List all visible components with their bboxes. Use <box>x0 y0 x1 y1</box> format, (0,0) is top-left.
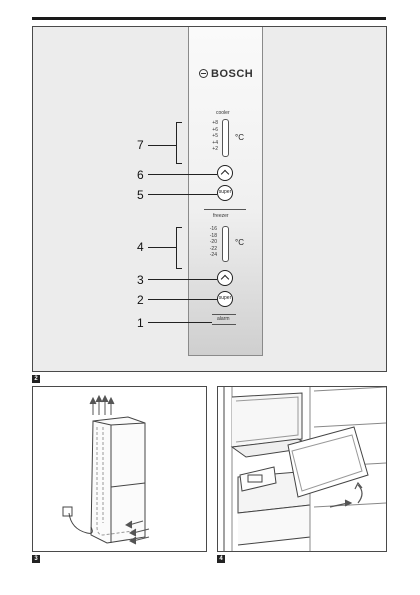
removed-drawer-inner <box>291 434 363 492</box>
cooler-scale-item: +4 <box>212 139 218 146</box>
callout-5: 5 <box>137 188 144 202</box>
cooler-scale: +8 +6 +5 +4 +2 <box>204 120 218 153</box>
alarm-indicator-line <box>212 314 236 315</box>
fridge-body <box>90 416 146 544</box>
callout-leader <box>148 174 217 175</box>
exhaust-arrow-icon <box>107 396 115 415</box>
header-rule <box>32 17 386 20</box>
callout-leader <box>148 299 217 300</box>
airflow-path <box>96 427 134 536</box>
freezer-scale-item: -16 <box>209 226 217 232</box>
brand-logo: BOSCH <box>199 68 253 80</box>
exhaust-arrow-icon <box>95 394 103 415</box>
intake-arrow-icon <box>125 520 144 529</box>
upper-drawer-inner <box>235 396 299 443</box>
power-socket-icon <box>62 506 73 517</box>
drawer-clip <box>247 474 263 483</box>
cooler-unit: °C <box>235 133 244 142</box>
ventilation-illustration <box>62 394 150 545</box>
freezer-temp-up-button[interactable] <box>217 270 233 286</box>
exhaust-arrow-icon <box>101 394 109 415</box>
freezer-scale: -16 -18 -20 -22 -24 <box>203 226 217 259</box>
figure-number-3: 3 <box>32 555 40 563</box>
freezer-scale-item: -20 <box>209 239 217 245</box>
door-rack-line <box>313 387 386 508</box>
callout-2: 2 <box>137 293 144 307</box>
chevron-up-icon <box>220 274 229 284</box>
freezer-scale-item: -22 <box>209 245 217 252</box>
power-cable <box>68 512 93 534</box>
lift-arrow-icon <box>354 481 363 504</box>
figure-number-4: 4 <box>217 555 225 563</box>
freezer-unit: °C <box>235 238 244 247</box>
callout-7: 7 <box>137 138 144 152</box>
drawer-illustration <box>223 387 386 551</box>
callout-leader <box>148 322 212 323</box>
callout-6: 6 <box>137 168 144 182</box>
alarm-label: alarm <box>217 316 230 322</box>
callout-leader <box>148 247 176 248</box>
callout-1: 1 <box>137 316 144 330</box>
intake-arrow-icon <box>129 536 150 545</box>
figure-number-2: 2 <box>32 375 40 383</box>
cooler-temp-up-button[interactable] <box>217 165 233 181</box>
callout-leader <box>148 145 176 146</box>
fridge-door-split <box>110 482 146 488</box>
cooler-scale-item: +5 <box>212 133 218 139</box>
figure-2-control-panel: BOSCH cooler +8 +6 +5 +4 +2 °C super fre… <box>32 26 387 372</box>
freezer-label: freezer <box>213 213 229 219</box>
callout-bracket <box>176 122 182 164</box>
callout-4: 4 <box>137 240 144 254</box>
freezer-scale-item: -24 <box>209 252 217 258</box>
cooler-scale-item: +2 <box>212 146 218 152</box>
separator-line <box>204 209 246 210</box>
callout-leader <box>148 194 217 195</box>
drawer-rail <box>239 466 277 492</box>
exhaust-arrow-icon <box>89 396 97 415</box>
chevron-up-icon <box>220 169 229 179</box>
freezer-super-button[interactable]: super <box>217 291 233 307</box>
pull-arrow-icon <box>329 499 353 508</box>
cooler-scale-item: +8 <box>212 120 218 126</box>
brand-name: BOSCH <box>211 68 254 80</box>
intake-arrow-icon <box>129 528 150 537</box>
removed-drawer <box>287 426 369 498</box>
callout-leader <box>148 279 217 280</box>
callout-3: 3 <box>137 273 144 287</box>
freezer-scale-item: -18 <box>209 232 217 239</box>
figure-4-drawer-removal <box>217 386 387 552</box>
bosch-logo-icon <box>199 69 208 78</box>
alarm-indicator-line <box>212 324 236 325</box>
cooler-thermometer <box>222 119 229 157</box>
cooler-super-button[interactable]: super <box>217 185 233 201</box>
cooler-label: cooler <box>216 110 230 116</box>
callout-bracket <box>176 227 182 269</box>
figure-3-ventilation <box>32 386 207 552</box>
freezer-thermometer <box>222 226 229 262</box>
cooler-scale-item: +6 <box>212 126 218 133</box>
